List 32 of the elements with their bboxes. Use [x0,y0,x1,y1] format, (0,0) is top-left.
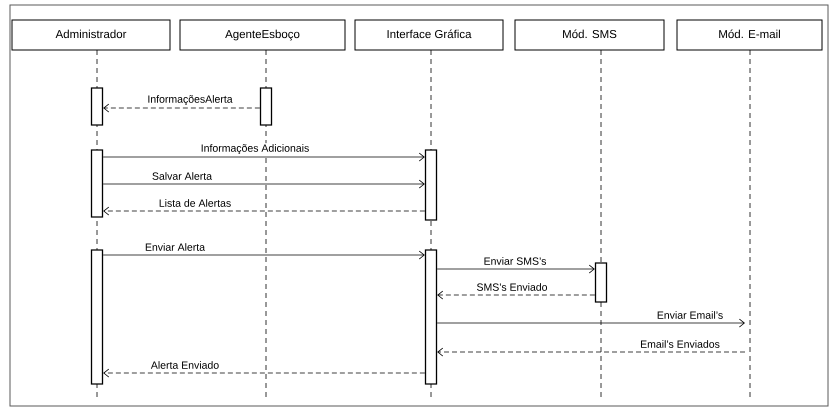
activation-bar [260,87,272,126]
participant-box: AgenteEsboço [180,20,346,50]
participant-box: Interface Gráfica [354,20,504,50]
message-arrow [102,250,425,260]
message-label: Enviar Alerta [144,242,206,252]
participant-box: Administrador [12,20,170,50]
activation-bar [424,149,438,221]
message-label: Lista de Alertas [158,198,232,208]
message-label: Salvar Alerta [150,171,214,181]
message-arrow [436,264,595,274]
message-label: InformaçõesAlerta [146,94,234,106]
message-label: Email’s Enviados [639,339,721,349]
message-arrow [436,318,745,328]
message-label: Alerta Enviado [150,360,220,370]
message-label: Enviar Email’s [656,310,724,320]
message-label: SMS’s Enviado [476,282,548,292]
message-arrow [437,348,746,356]
message-arrow [102,152,425,162]
activation-bar [424,249,438,385]
message-arrow [102,180,425,188]
message-arrow [103,206,426,216]
participant-box: Mód. E-mail [676,20,822,50]
message-arrow [103,104,260,112]
message-arrow [103,368,426,378]
message-arrow [437,290,596,300]
activation-bar [90,249,104,385]
activation-bar [90,87,104,126]
participant-box: Mód. SMS [514,20,664,50]
message-label: Informações Adicionais [200,143,310,155]
message-label: Enviar SMS’s [482,256,548,266]
activation-bar [90,149,104,218]
activation-bar [594,262,608,303]
